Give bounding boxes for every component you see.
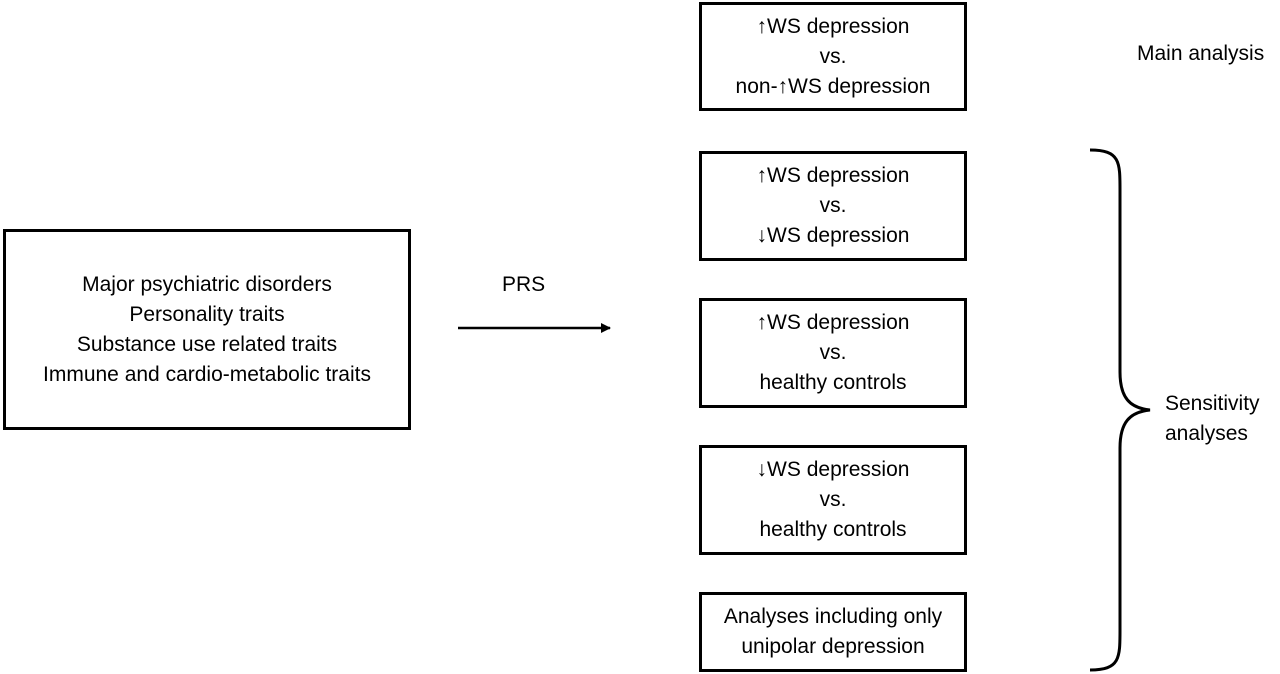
main-analysis-box: ↑WS depression vs. non-↑WS depression — [699, 2, 967, 111]
sensitivity-3-line-1: ↓WS depression — [756, 458, 910, 481]
main-line-3: non-↑WS depression — [735, 74, 931, 98]
main-line-1: ↑WS depression — [756, 14, 910, 38]
sensitivity-2-line-1: ↑WS depression — [756, 311, 910, 334]
sensitivity-1-line-3: ↓WS depression — [756, 224, 910, 247]
sensitivity-2-line-2: vs. — [819, 341, 847, 364]
main-line-2: vs. — [819, 44, 847, 68]
sensitivity-analyses-label: Sensitivity analyses — [1165, 389, 1260, 449]
sensitivity-3-line-2: vs. — [819, 488, 847, 511]
source-line-2: Personality traits — [129, 302, 285, 326]
sensitivity-box-4: Analyses including only unipolar depress… — [699, 592, 967, 672]
source-line-4: Immune and cardio-metabolic traits — [43, 362, 371, 386]
sensitivity-box-1: ↑WS depression vs. ↓WS depression — [699, 151, 967, 261]
sensitivity-4-line-1: Analyses including only — [723, 605, 943, 628]
sensitivity-box-3: ↓WS depression vs. healthy controls — [699, 445, 967, 555]
sensitivity-box-2: ↑WS depression vs. healthy controls — [699, 298, 967, 408]
sensitivity-label-line-1: Sensitivity — [1165, 392, 1260, 415]
sensitivity-bracket — [1089, 148, 1151, 672]
source-line-1: Major psychiatric disorders — [82, 272, 332, 296]
source-line-3: Substance use related traits — [76, 332, 338, 356]
sensitivity-label-line-2: analyses — [1165, 422, 1248, 445]
sensitivity-3-line-3: healthy controls — [759, 518, 907, 541]
sensitivity-4-line-2: unipolar depression — [741, 635, 925, 658]
source-traits-box: Major psychiatric disorders Personality … — [3, 229, 411, 430]
sensitivity-2-line-3: healthy controls — [759, 371, 907, 394]
sensitivity-1-line-2: vs. — [819, 194, 847, 217]
prs-label: PRS — [502, 273, 546, 296]
sensitivity-1-line-1: ↑WS depression — [756, 164, 910, 187]
main-analysis-label: Main analysis — [1137, 42, 1265, 65]
